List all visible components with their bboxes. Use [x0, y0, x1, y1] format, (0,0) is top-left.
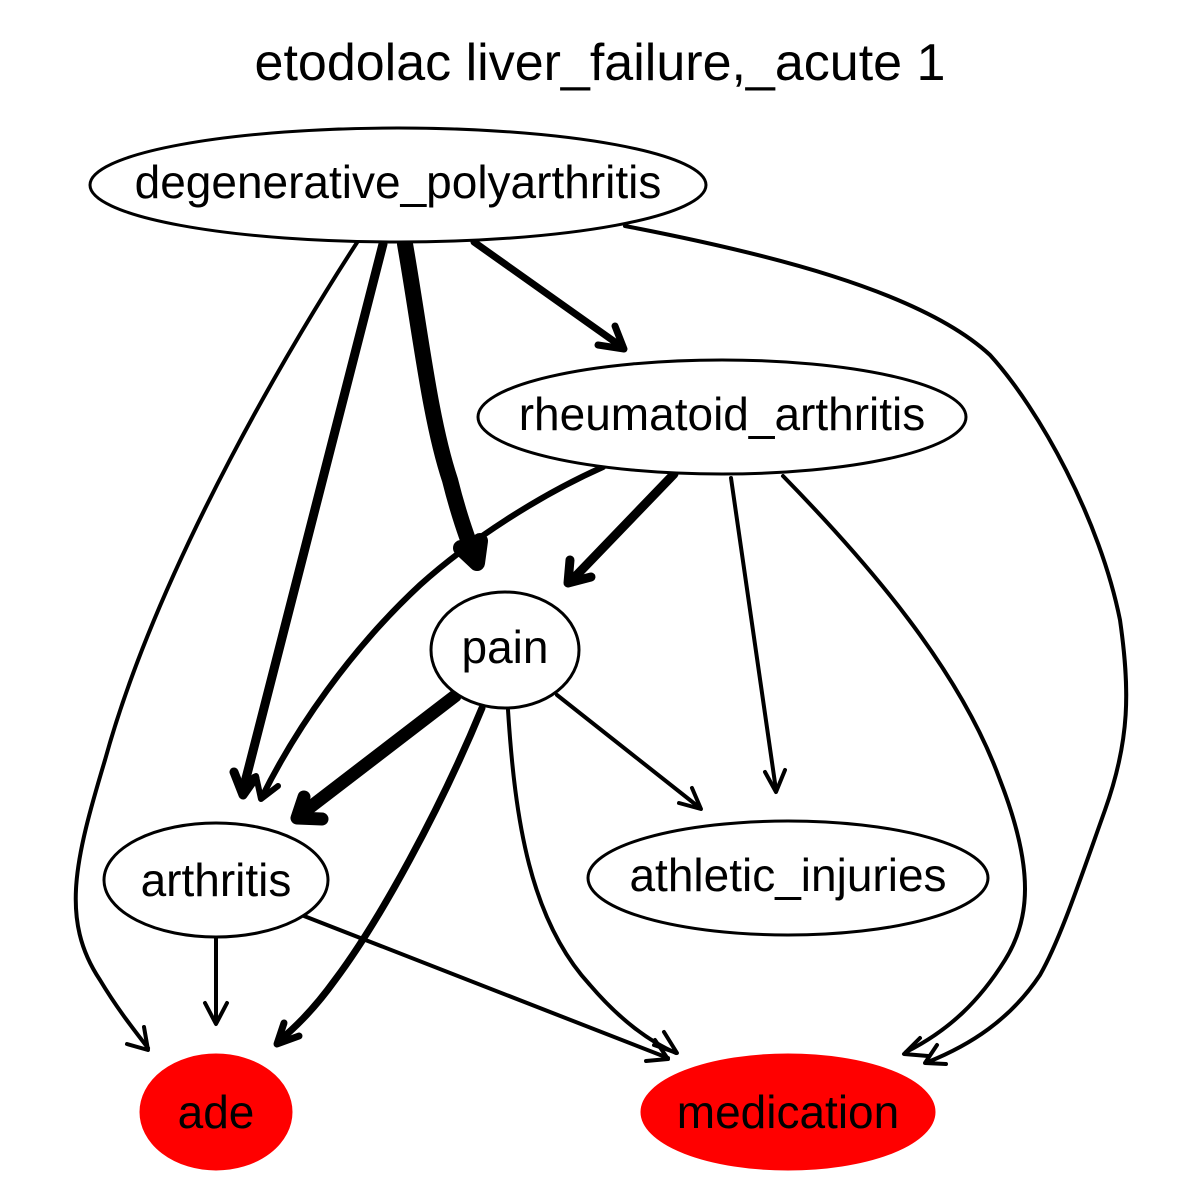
node-pain[interactable]: pain — [429, 590, 581, 710]
node-athletic-injuries[interactable]: athletic_injuries — [586, 819, 990, 937]
node-label: ade — [178, 1086, 255, 1138]
node-shape — [102, 821, 330, 939]
edge-rheumatoid-arthritis-to-medication — [781, 474, 1027, 1058]
node-shape — [640, 1053, 936, 1171]
edge-degenerative-polyarthritis-to-rheumatoid-arthritis — [470, 238, 628, 353]
graph-title: etodolac liver_failure,_acute 1 — [255, 34, 946, 92]
edge-degenerative-polyarthritis-to-arthritis — [229, 239, 388, 800]
edge-degenerative-polyarthritis-to-ade — [73, 239, 360, 1052]
node-label: medication — [677, 1086, 899, 1138]
edges — [73, 224, 1129, 1066]
edge-rheumatoid-arthritis-to-arthritis — [253, 464, 606, 802]
edge-arthritis-to-ade — [203, 936, 229, 1026]
edge-pain-to-arthritis — [290, 689, 462, 826]
edge-pain-to-athletic-injuries — [555, 693, 703, 811]
node-medication[interactable]: medication — [640, 1053, 936, 1171]
node-label: rheumatoid_arthritis — [519, 388, 926, 440]
edge-rheumatoid-arthritis-to-athletic-injuries — [729, 476, 787, 794]
edge-pain-to-ade — [273, 704, 486, 1048]
node-shape — [476, 358, 968, 476]
node-shape — [139, 1053, 293, 1171]
edge-rheumatoid-arthritis-to-pain — [563, 469, 679, 588]
edge-degenerative-polyarthritis-to-medication — [623, 224, 1129, 1066]
nodes: degenerative_polyarthritis rheumatoid_ar… — [88, 126, 990, 1171]
node-label: arthritis — [141, 854, 292, 906]
edge-arthritis-to-medication — [302, 914, 670, 1063]
node-ade[interactable]: ade — [139, 1053, 293, 1171]
node-degenerative-polyarthritis[interactable]: degenerative_polyarthritis — [88, 126, 708, 244]
node-label: athletic_injuries — [629, 849, 946, 901]
node-arthritis[interactable]: arthritis — [102, 821, 330, 939]
node-label: pain — [462, 621, 549, 673]
node-rheumatoid-arthritis[interactable]: rheumatoid_arthritis — [476, 358, 968, 476]
edge-degenerative-polyarthritis-to-pain — [397, 236, 488, 571]
node-shape — [88, 126, 708, 244]
node-shape — [429, 590, 581, 710]
node-label: degenerative_polyarthritis — [135, 156, 662, 208]
node-shape — [586, 819, 990, 937]
